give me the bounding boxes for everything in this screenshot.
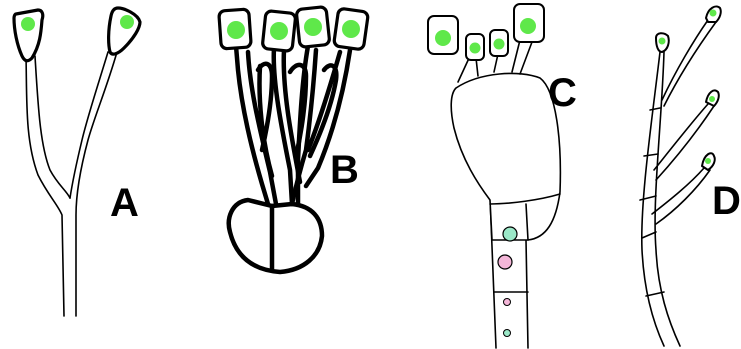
panel-a-diagram: A bbox=[14, 8, 140, 316]
panel-c-vacuole-pink bbox=[498, 255, 512, 269]
panel-a-nucleus-left bbox=[21, 17, 35, 31]
panel-c-vacuole-teal bbox=[503, 227, 517, 241]
panel-d-nucleus-2 bbox=[710, 10, 717, 17]
panel-d-nucleus-4 bbox=[705, 158, 711, 164]
panel-c-vesicle bbox=[451, 73, 560, 240]
panel-d-nucleus-3 bbox=[709, 96, 715, 102]
panel-c-vacuole-teal-small bbox=[504, 330, 511, 337]
panel-a-cell-right bbox=[109, 8, 140, 54]
panel-c-nucleus-1 bbox=[435, 30, 451, 46]
panel-c-nucleus-4 bbox=[520, 18, 536, 34]
panel-d-diagram: D bbox=[640, 6, 741, 346]
panel-b-nucleus-1 bbox=[227, 21, 245, 39]
panel-b-diagram: B bbox=[219, 7, 369, 272]
panel-b-label: B bbox=[330, 148, 359, 192]
panel-c-diagram: C bbox=[428, 4, 577, 348]
panel-b-nucleus-2 bbox=[270, 22, 288, 40]
panel-a-nucleus-right bbox=[120, 15, 134, 29]
panel-d-label: D bbox=[712, 179, 741, 223]
panel-a-label: A bbox=[110, 181, 139, 225]
panel-c-nucleus-2 bbox=[470, 43, 481, 54]
panel-b-nucleus-3 bbox=[304, 18, 322, 36]
panel-b-base bbox=[229, 200, 322, 272]
panel-c-label: C bbox=[548, 71, 577, 115]
panel-d-nucleus-1 bbox=[659, 38, 666, 45]
panel-b-nucleus-4 bbox=[342, 20, 360, 38]
panel-c-nucleus-3 bbox=[494, 39, 505, 50]
panel-c-vacuole-pink-small bbox=[504, 299, 511, 306]
